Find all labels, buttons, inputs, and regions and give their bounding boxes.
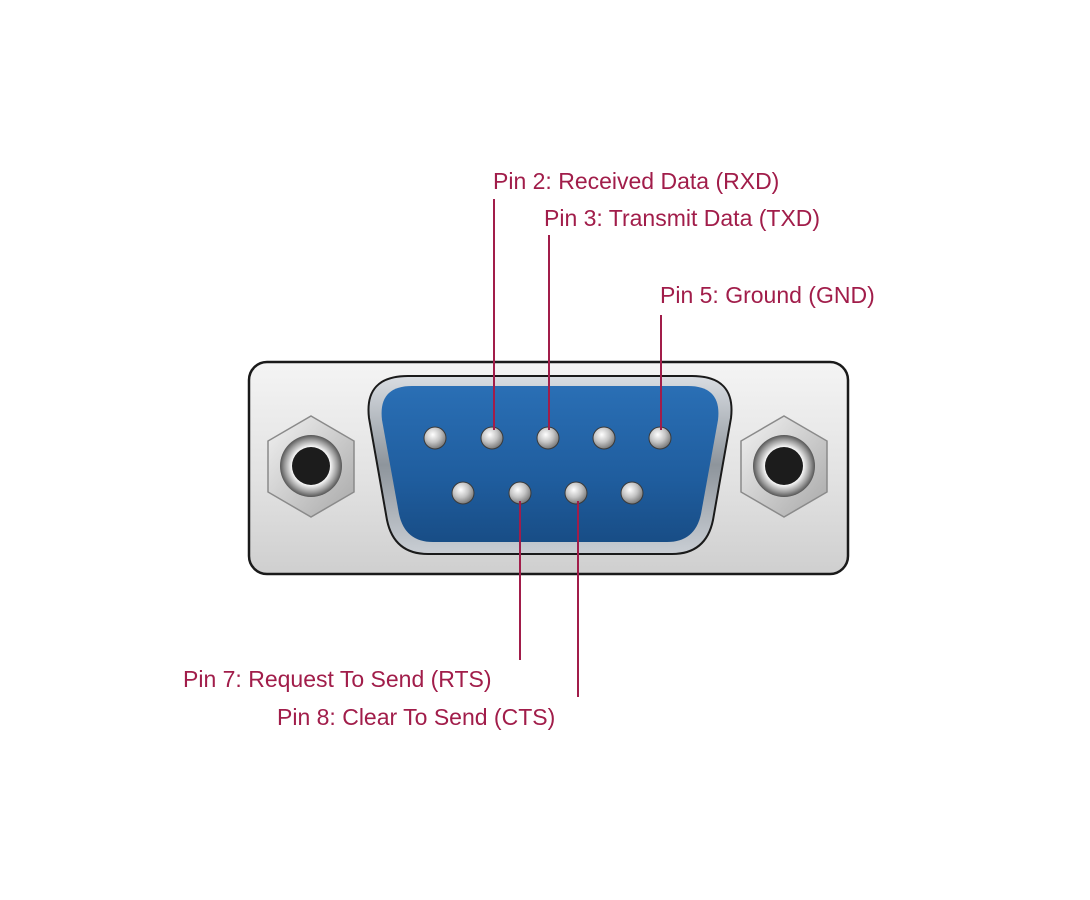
right-hex-standoff [740,415,828,518]
pin-6 [451,481,475,505]
pin-4 [592,426,616,450]
label-pin-7: Pin 7: Request To Send (RTS) [183,666,492,692]
pin-5 [648,426,672,450]
pin-3 [536,426,560,450]
label-pin-8: Pin 8: Clear To Send (CTS) [277,704,555,730]
pin-9 [620,481,644,505]
label-pin-5: Pin 5: Ground (GND) [660,282,875,308]
pin-2 [480,426,504,450]
left-hex-standoff [267,415,355,518]
label-pin-2: Pin 2: Received Data (RXD) [493,168,779,194]
pin-row-bottom [451,481,644,505]
pin-row-top [423,426,672,450]
pin-1 [423,426,447,450]
pin-8 [564,481,588,505]
pin-7 [508,481,532,505]
label-pin-3: Pin 3: Transmit Data (TXD) [544,205,820,231]
